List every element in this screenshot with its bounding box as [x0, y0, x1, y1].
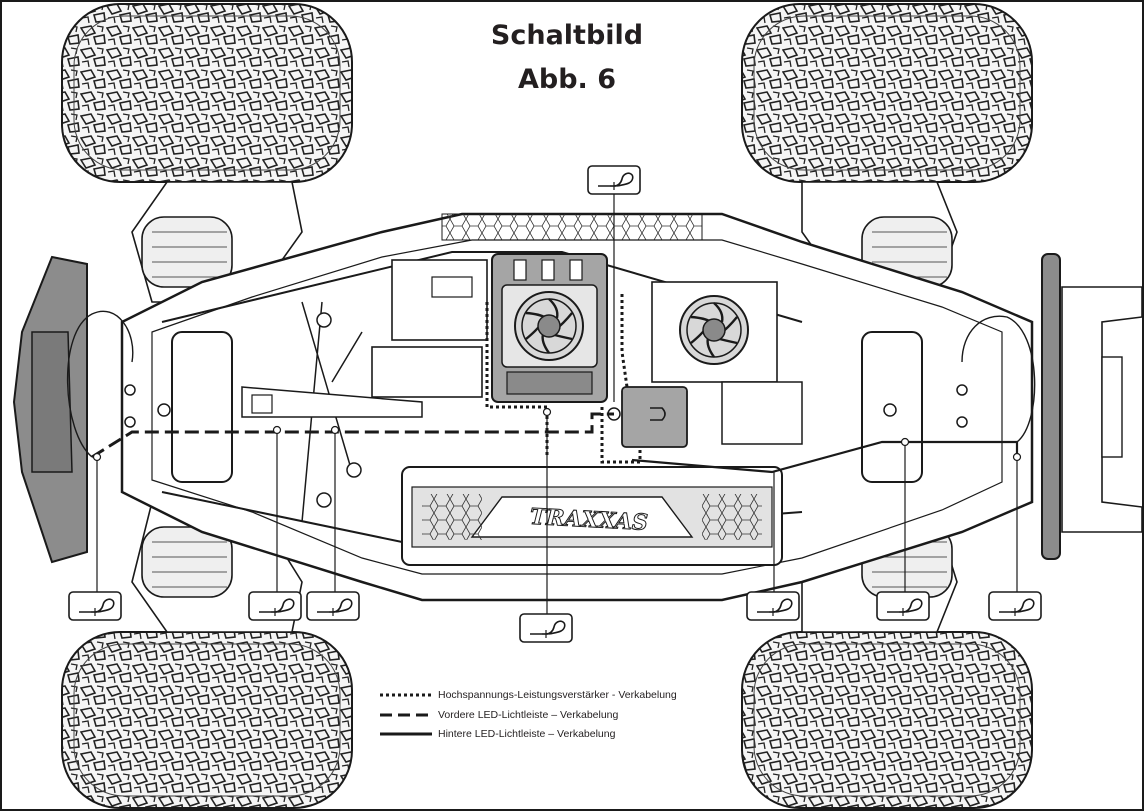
cable-clip-icon: [988, 591, 1042, 621]
battery-tray: TRAXXAS: [401, 466, 783, 566]
figure-number: Abb. 6: [518, 64, 616, 95]
cable-clip-icon: [68, 591, 122, 621]
cable-clip-icon: [519, 613, 573, 643]
receiver-box: [651, 281, 803, 445]
legend-label-dotted: Hochspannungs-Leistungsverstärker - Verk…: [438, 689, 677, 701]
cable-clip-icon: [248, 591, 302, 621]
wiring: [66, 294, 1036, 474]
legend-label-dashed: Vordere LED-Lichtleiste – Verkabelung: [438, 709, 619, 721]
tire-rear-right: [741, 631, 1033, 809]
rear-bumper: [1041, 253, 1142, 560]
tire-front-left: [61, 3, 353, 183]
cable-clip-icon: [746, 591, 800, 621]
tire-rear-left: [61, 631, 353, 809]
front-bumper: [12, 255, 88, 564]
legend-swatches: [380, 693, 432, 736]
cable-clip-icon: [876, 591, 930, 621]
esc-unit: [491, 253, 608, 403]
cable-clip-icon: [306, 591, 360, 621]
callout-leaders: [92, 194, 1022, 614]
tire-front-right: [741, 3, 1033, 183]
diagram-title: Schaltbild: [490, 20, 644, 51]
chassis: [120, 212, 1034, 602]
cable-clip-icon: [587, 165, 641, 195]
motor-box: [371, 259, 488, 398]
legend-label-solid: Hintere LED-Lichtleiste – Verkabelung: [438, 728, 616, 740]
